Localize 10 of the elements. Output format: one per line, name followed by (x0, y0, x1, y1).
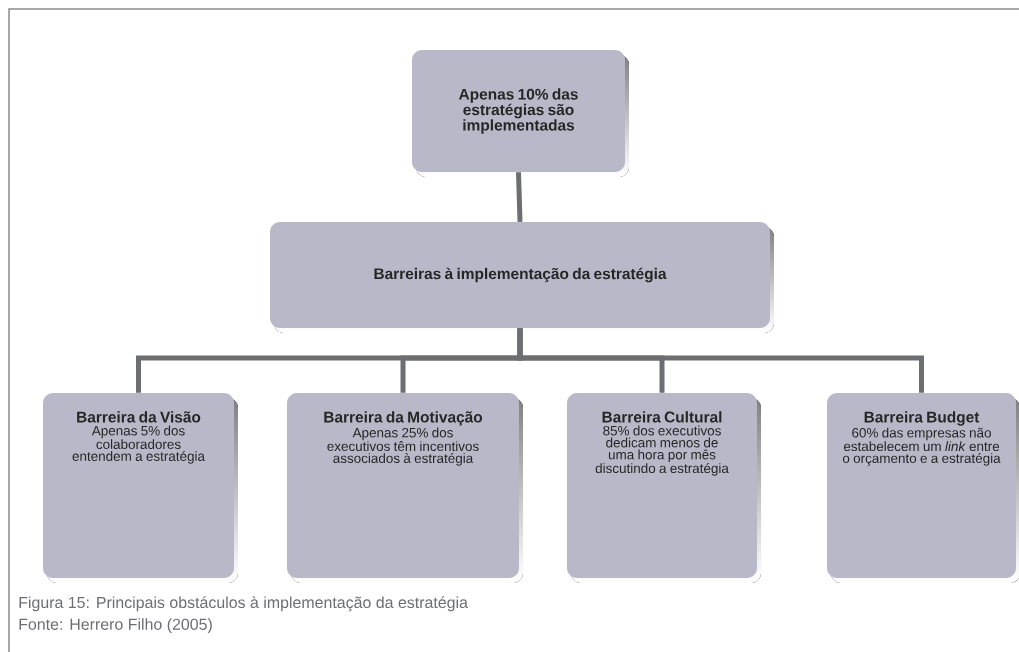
connector-line (517, 328, 924, 393)
title-box: Apenas 10% das estratégias são implementadas (412, 50, 629, 177)
barrier-header-box: Barreiras à implementação da estratégia (270, 222, 774, 333)
barrier-box: Barreira Cultural 85% dos executivos dedicam menos de uma hora por mês discutindo a estratégia (567, 393, 761, 583)
figure-caption: Figura 15: Principais obstáculos à implementação da estratégia (19, 596, 468, 612)
connector-line (516, 172, 523, 222)
source-note: Fonte: Herrero Filho (2005) (19, 618, 212, 634)
barrier-box: Barreira da Visão Apenas 5% dos colaboradores entendem a estratégia (43, 393, 238, 583)
barrier-box: Barreira Budget 60% das empresas não estabelecem um link entre o orçamento e a estratégia (827, 393, 1019, 583)
barrier-box: Barreira da Motivação Apenas 25% dos executivos têm incentivos associados à estratégia (287, 393, 523, 583)
